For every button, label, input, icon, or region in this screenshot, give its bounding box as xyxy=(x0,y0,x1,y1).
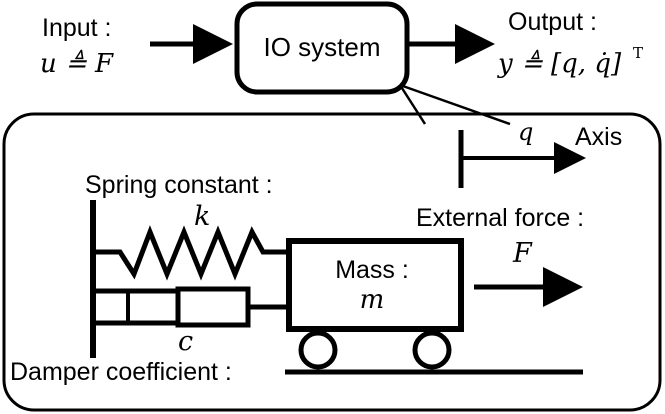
mass-label: Mass : xyxy=(335,256,409,284)
wheel-right xyxy=(412,330,452,370)
callout-line-upper xyxy=(399,83,511,126)
mass-symbol: m xyxy=(360,285,385,315)
input-label: Input : xyxy=(42,14,112,42)
damper-label: Damper coefficient : xyxy=(10,358,232,386)
system-model-box xyxy=(2,112,662,412)
force-symbol: F xyxy=(512,238,533,269)
spring xyxy=(93,225,290,281)
force-label: External force : xyxy=(416,204,584,232)
wheel-left xyxy=(298,330,338,370)
io-system-box xyxy=(234,1,410,95)
io-system-label: IO system xyxy=(263,32,380,62)
spring-label: Spring constant : xyxy=(85,171,273,199)
damper-symbol: c xyxy=(178,326,193,357)
output-transpose: T xyxy=(633,44,643,62)
callout-line-lower xyxy=(398,84,427,125)
output-expression: y ≜ [q, q̇] xyxy=(497,49,622,79)
axis-label: Axis xyxy=(575,123,622,151)
input-expression: u ≜ F xyxy=(40,49,114,79)
damper-cylinder xyxy=(175,286,251,328)
mass-block xyxy=(286,238,464,332)
spring-symbol: k xyxy=(194,201,210,232)
output-label: Output : xyxy=(508,8,597,36)
axis-symbol: q xyxy=(518,118,533,146)
